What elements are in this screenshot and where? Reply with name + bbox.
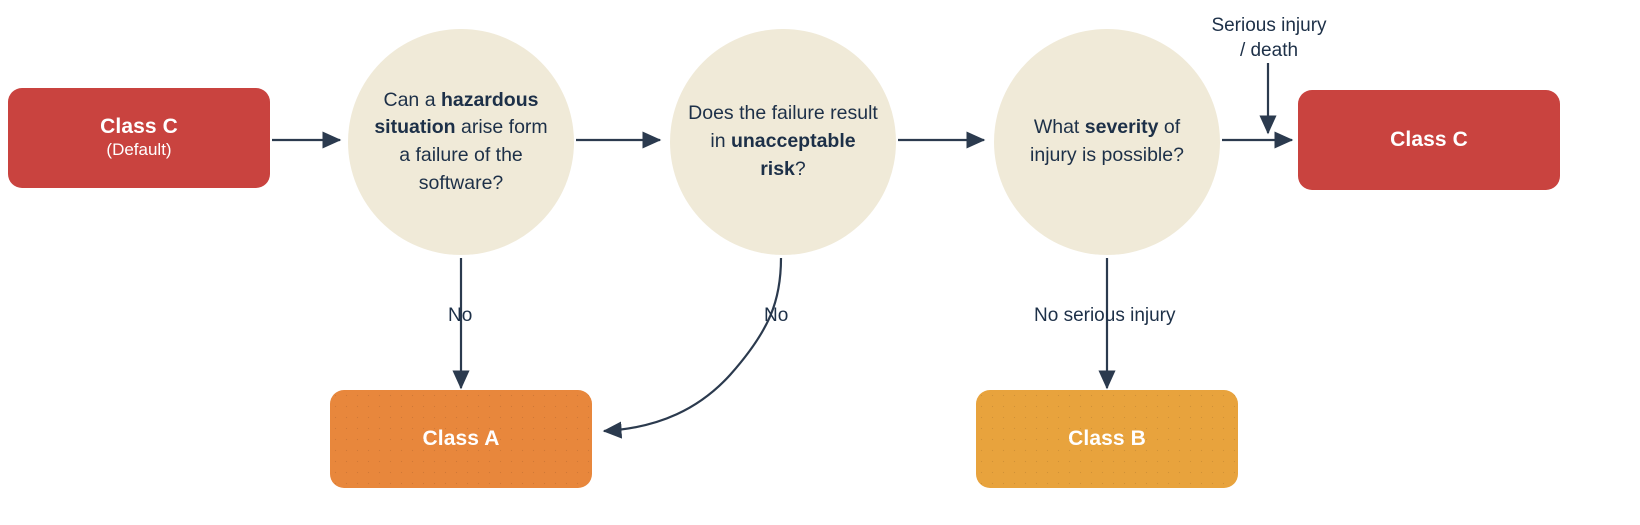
edge-risk-no-to-class-a (602, 257, 783, 439)
serious-injury-line-2: / death (1239, 39, 1299, 61)
node-end-class-a[interactable]: Class A (330, 390, 592, 488)
node-start-class-c[interactable]: Class C (Default) (8, 88, 270, 188)
end-class-b-title: Class B (1068, 426, 1146, 450)
start-class-c-title: Class C (100, 115, 178, 139)
node-end-class-b[interactable]: Class B (976, 390, 1238, 488)
start-class-c-subtitle: (Default) (106, 140, 172, 160)
end-class-c-title: Class C (1390, 127, 1468, 151)
end-class-a-title: Class A (422, 426, 500, 450)
edge-label-risk-no: No (764, 305, 789, 326)
serious-injury-line-1: Serious injury (1211, 15, 1327, 36)
edge-label-hazard-no: No (448, 305, 473, 326)
edge-label-serious-injury-death: Serious injury / death (1206, 14, 1332, 63)
node-end-class-c[interactable]: Class C (1298, 90, 1560, 190)
edge-label-severity-no-serious-injury: No serious injury (1034, 305, 1176, 326)
